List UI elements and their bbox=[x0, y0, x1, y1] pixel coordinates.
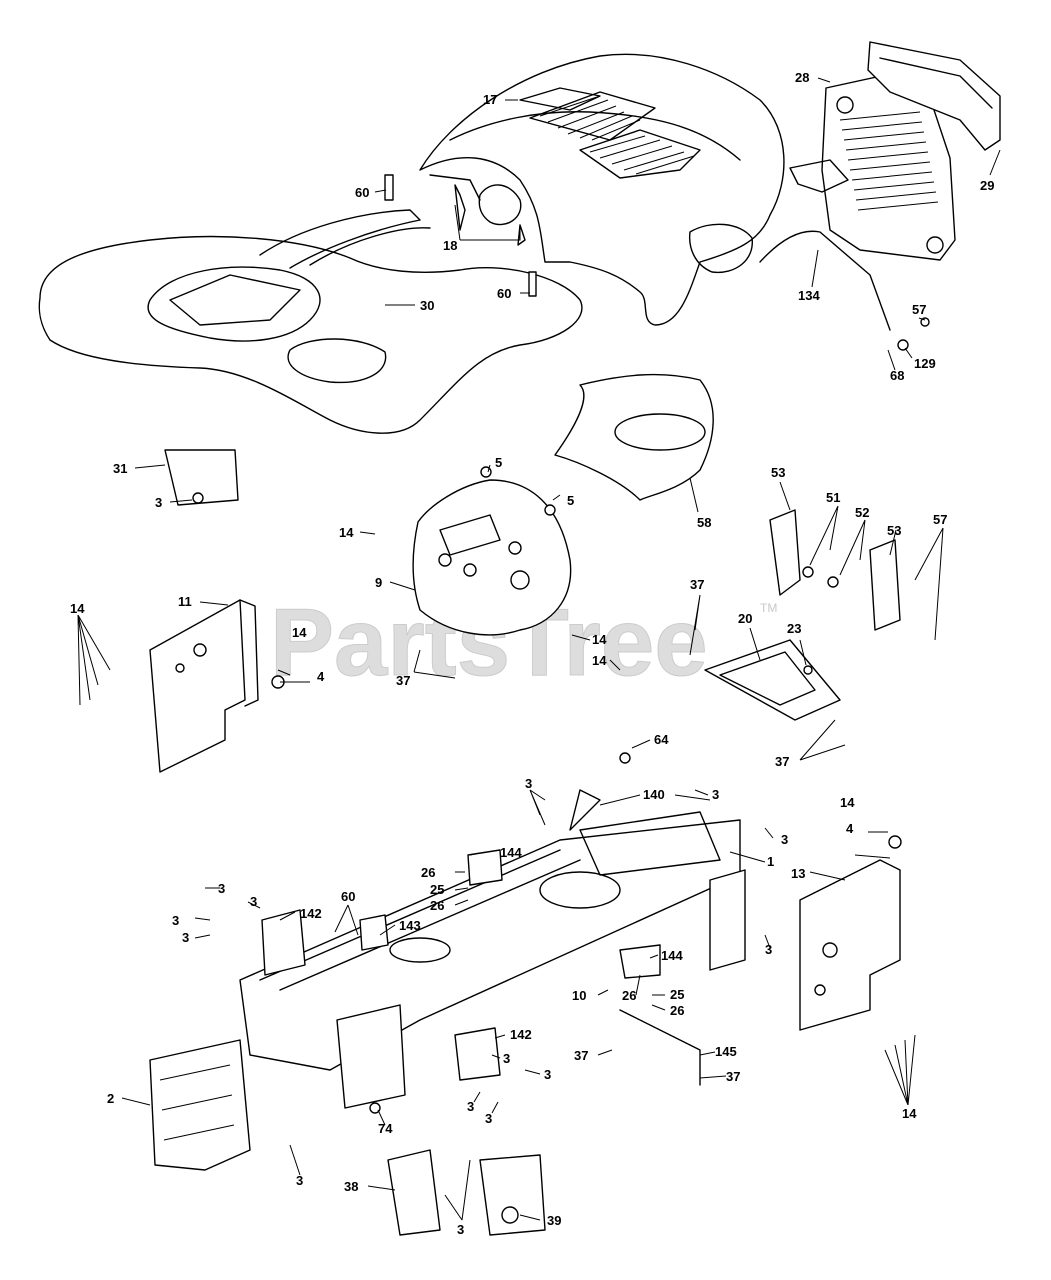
small-hardware bbox=[164, 174, 930, 1114]
watermark-trademark: TM bbox=[760, 601, 777, 615]
callout-3[interactable]: 3 bbox=[781, 832, 788, 847]
callout-26[interactable]: 26 bbox=[622, 988, 636, 1003]
bracket-part-2[interactable] bbox=[149, 1039, 251, 1171]
callout-37[interactable]: 37 bbox=[775, 754, 789, 769]
callout-51[interactable]: 51 bbox=[826, 490, 840, 505]
callout-14[interactable]: 14 bbox=[339, 525, 354, 540]
callout-145[interactable]: 145 bbox=[715, 1044, 737, 1059]
callout-3[interactable]: 3 bbox=[182, 930, 189, 945]
callout-74[interactable]: 74 bbox=[378, 1121, 393, 1136]
callout-52[interactable]: 52 bbox=[855, 505, 869, 520]
callout-4[interactable]: 4 bbox=[317, 669, 325, 684]
callout-3[interactable]: 3 bbox=[296, 1173, 303, 1188]
bracket-part-38[interactable] bbox=[387, 1149, 441, 1236]
callout-3[interactable]: 3 bbox=[250, 894, 257, 909]
callout-14[interactable]: 14 bbox=[70, 601, 85, 616]
callout-144[interactable]: 144 bbox=[661, 948, 683, 963]
callout-53[interactable]: 53 bbox=[771, 465, 785, 480]
callout-2[interactable]: 2 bbox=[107, 1091, 114, 1106]
grille-part-28[interactable] bbox=[789, 73, 956, 261]
callout-143[interactable]: 143 bbox=[399, 918, 421, 933]
callout-14[interactable]: 14 bbox=[840, 795, 855, 810]
bolt-60-b bbox=[528, 271, 537, 297]
callout-25[interactable]: 25 bbox=[670, 987, 684, 1002]
callout-39[interactable]: 39 bbox=[547, 1213, 561, 1228]
side-panel-part-11[interactable] bbox=[149, 599, 259, 773]
callout-14[interactable]: 14 bbox=[902, 1106, 917, 1121]
callout-64[interactable]: 64 bbox=[654, 732, 669, 747]
callout-60[interactable]: 60 bbox=[355, 185, 369, 200]
callout-144[interactable]: 144 bbox=[500, 845, 522, 860]
callout-29[interactable]: 29 bbox=[980, 178, 994, 193]
pan-part-58[interactable] bbox=[554, 373, 714, 501]
callout-labels: 17 28 29 60 18 30 60 134 57 129 68 31 3 … bbox=[70, 70, 994, 1237]
fender-part-30[interactable] bbox=[38, 209, 583, 434]
callout-3[interactable]: 3 bbox=[503, 1051, 510, 1066]
callout-60[interactable]: 60 bbox=[341, 889, 355, 904]
callout-38[interactable]: 38 bbox=[344, 1179, 358, 1194]
callout-18[interactable]: 18 bbox=[443, 238, 457, 253]
callout-5[interactable]: 5 bbox=[495, 455, 502, 470]
callout-4[interactable]: 4 bbox=[846, 821, 854, 836]
callout-3[interactable]: 3 bbox=[485, 1111, 492, 1126]
side-panel-part-13[interactable] bbox=[799, 859, 901, 1031]
callout-28[interactable]: 28 bbox=[795, 70, 809, 85]
callout-142[interactable]: 142 bbox=[300, 906, 322, 921]
callout-129[interactable]: 129 bbox=[914, 356, 936, 371]
callout-9[interactable]: 9 bbox=[375, 575, 382, 590]
callout-60[interactable]: 60 bbox=[497, 286, 511, 301]
callout-134[interactable]: 134 bbox=[798, 288, 820, 303]
callout-37[interactable]: 37 bbox=[396, 673, 410, 688]
callout-26[interactable]: 26 bbox=[430, 898, 444, 913]
callout-13[interactable]: 13 bbox=[791, 866, 805, 881]
callout-3[interactable]: 3 bbox=[457, 1222, 464, 1237]
callout-5[interactable]: 5 bbox=[567, 493, 574, 508]
leader-lines bbox=[77, 77, 1001, 1221]
callout-17[interactable]: 17 bbox=[483, 92, 497, 107]
callout-3[interactable]: 3 bbox=[467, 1099, 474, 1114]
callout-37[interactable]: 37 bbox=[574, 1048, 588, 1063]
callout-3[interactable]: 3 bbox=[544, 1067, 551, 1082]
callout-26[interactable]: 26 bbox=[421, 865, 435, 880]
callout-30[interactable]: 30 bbox=[420, 298, 434, 313]
callout-14[interactable]: 14 bbox=[592, 653, 607, 668]
callout-58[interactable]: 58 bbox=[697, 515, 711, 530]
callout-25[interactable]: 25 bbox=[430, 882, 444, 897]
callout-3[interactable]: 3 bbox=[765, 942, 772, 957]
grille-cover-part-29[interactable] bbox=[867, 41, 1001, 151]
callout-57[interactable]: 57 bbox=[912, 302, 926, 317]
frame-part-1[interactable] bbox=[239, 811, 741, 1071]
callout-3[interactable]: 3 bbox=[172, 913, 179, 928]
callout-3[interactable]: 3 bbox=[155, 495, 162, 510]
dash-panel-part-9[interactable] bbox=[412, 479, 572, 636]
callout-14[interactable]: 14 bbox=[292, 625, 307, 640]
callout-37[interactable]: 37 bbox=[726, 1069, 740, 1084]
callout-26[interactable]: 26 bbox=[670, 1003, 684, 1018]
callout-53[interactable]: 53 bbox=[887, 523, 901, 538]
callout-140[interactable]: 140 bbox=[643, 787, 665, 802]
callout-1[interactable]: 1 bbox=[767, 854, 774, 869]
callout-37[interactable]: 37 bbox=[690, 577, 704, 592]
plate-part-20[interactable] bbox=[704, 639, 841, 721]
callout-57[interactable]: 57 bbox=[933, 512, 947, 527]
callout-3[interactable]: 3 bbox=[712, 787, 719, 802]
callout-11[interactable]: 11 bbox=[178, 594, 192, 609]
callout-142[interactable]: 142 bbox=[510, 1027, 532, 1042]
hood-part-17[interactable] bbox=[419, 53, 785, 326]
callout-23[interactable]: 23 bbox=[787, 621, 801, 636]
callout-14[interactable]: 14 bbox=[592, 632, 607, 647]
bracket-part-39[interactable] bbox=[479, 1154, 546, 1236]
callout-3[interactable]: 3 bbox=[525, 776, 532, 791]
callout-31[interactable]: 31 bbox=[113, 461, 127, 476]
callout-20[interactable]: 20 bbox=[738, 611, 752, 626]
callout-3[interactable]: 3 bbox=[218, 881, 225, 896]
callout-68[interactable]: 68 bbox=[890, 368, 904, 383]
bolt-60 bbox=[384, 174, 394, 201]
callout-10[interactable]: 10 bbox=[572, 988, 586, 1003]
